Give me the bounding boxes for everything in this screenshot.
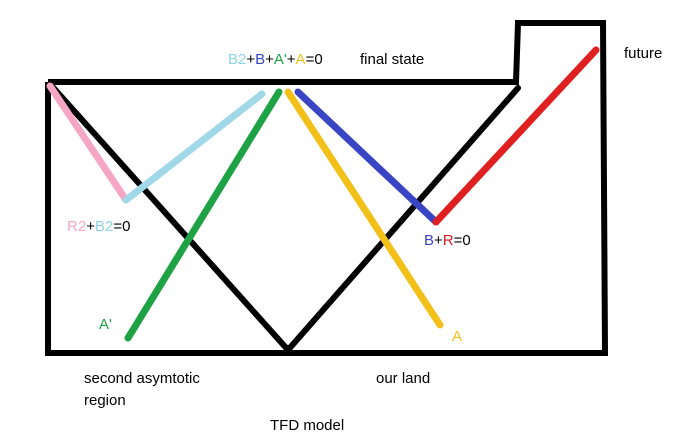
- right-eq-r: R: [442, 232, 454, 249]
- a-line: [284, 88, 444, 329]
- top-eq-plus1: +: [246, 51, 256, 68]
- left-eq-r2: R2: [67, 218, 87, 235]
- right-equation: B+R=0: [424, 232, 471, 250]
- second-region-label-line1: second asymtotic: [84, 370, 200, 387]
- boundary-outline: [45, 20, 609, 356]
- left-equation: R2+B2=0: [67, 218, 130, 236]
- model-title: TFD model: [270, 417, 345, 434]
- final-state-label: final state: [360, 51, 425, 68]
- top-eq-b: B: [255, 51, 266, 68]
- a-label: A: [452, 328, 463, 345]
- right-eq-b: B: [424, 232, 435, 249]
- left-eq-plus: +: [86, 218, 95, 235]
- second-region-label-line2: region: [84, 392, 126, 409]
- our-land-label: our land: [376, 370, 431, 387]
- r-line: [432, 46, 600, 226]
- right-eq-eq: =0: [453, 232, 471, 249]
- top-eq-eq: =0: [305, 51, 323, 68]
- a-prime-label: A': [99, 316, 112, 333]
- top-eq-a: A: [295, 51, 306, 68]
- b2-line: [122, 90, 266, 204]
- top-eq-a-prime: A': [273, 51, 287, 68]
- r2-line: [46, 82, 130, 204]
- a-prime-line: [124, 88, 283, 342]
- b-line: [294, 88, 440, 226]
- top-eq-b2: B2: [228, 51, 247, 68]
- top-eq-plus2: +: [265, 51, 274, 68]
- top-eq-plus3: +: [286, 51, 296, 68]
- top-equation: B2+B+A'+A=0: [228, 51, 323, 69]
- light-cone-lines: [47, 81, 521, 353]
- future-label: future: [624, 45, 663, 62]
- left-eq-b2: B2: [94, 218, 114, 235]
- left-eq-eq: =0: [113, 218, 131, 235]
- right-eq-plus: +: [434, 232, 443, 249]
